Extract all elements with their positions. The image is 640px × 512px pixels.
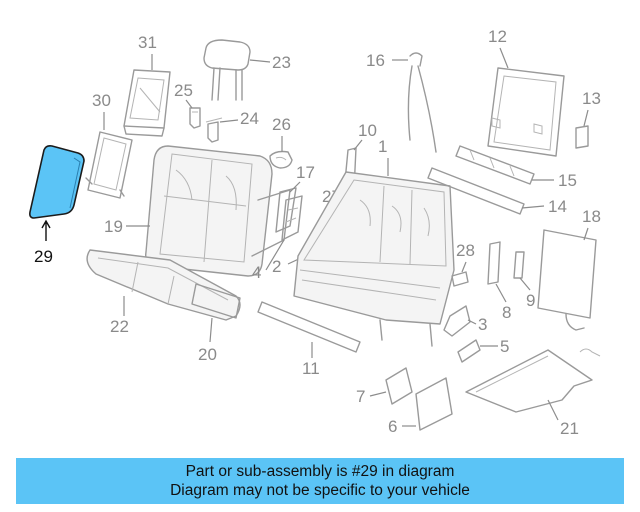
callout-7[interactable]: 7 xyxy=(356,387,365,406)
callout-20[interactable]: 20 xyxy=(198,345,217,364)
callout-30[interactable]: 30 xyxy=(92,91,111,110)
part-5-cover xyxy=(457,339,481,363)
part-8-strip xyxy=(487,241,501,285)
part-28-bracket xyxy=(451,271,469,287)
part-9-strip xyxy=(513,251,525,279)
callout-11[interactable]: 11 xyxy=(302,359,320,378)
part-12-seatback-panel xyxy=(487,67,565,157)
part-6-plate xyxy=(415,377,453,431)
parts-diagram: 29 30 31 23 25 24 26 xyxy=(29,27,601,438)
callout-3[interactable]: 3 xyxy=(478,315,487,334)
callout-13[interactable]: 13 xyxy=(582,89,601,108)
part-31-armrest-frame xyxy=(123,69,171,137)
part-20-bolster xyxy=(191,283,241,319)
banner-line-disclaimer: Diagram may not be specific to your vehi… xyxy=(170,482,470,499)
callout-18[interactable]: 18 xyxy=(582,207,601,226)
part-19-seatback-assembly xyxy=(145,145,291,277)
callout-10[interactable]: 10 xyxy=(358,121,377,140)
callout-5[interactable]: 5 xyxy=(500,337,509,356)
part-29-backrest-panel[interactable] xyxy=(29,145,85,219)
part-22-seat-cushion xyxy=(86,249,241,321)
part-24-headrest-guide xyxy=(205,117,223,143)
callout-6[interactable]: 6 xyxy=(388,417,397,436)
part-17-hinge xyxy=(275,187,297,233)
callout-21[interactable]: 21 xyxy=(560,419,579,438)
callout-15[interactable]: 15 xyxy=(558,171,577,190)
part-30-seatback-frame xyxy=(85,131,133,199)
callout-22[interactable]: 22 xyxy=(110,317,129,336)
part-21-floor-mat xyxy=(465,348,601,413)
callout-26[interactable]: 26 xyxy=(272,115,291,134)
banner-line-part: Part or sub-assembly is #29 in diagram xyxy=(185,463,455,480)
callout-2[interactable]: 2 xyxy=(272,257,281,276)
callout-14[interactable]: 14 xyxy=(548,197,567,216)
part-16-cable xyxy=(407,52,437,153)
callout-16[interactable]: 16 xyxy=(366,51,385,70)
callout-24[interactable]: 24 xyxy=(240,109,259,128)
part-14-cross-member xyxy=(427,167,525,215)
callout-12[interactable]: 12 xyxy=(488,27,507,46)
callout-28[interactable]: 28 xyxy=(456,241,475,260)
callout-1[interactable]: 1 xyxy=(378,137,387,156)
part-7-plate xyxy=(385,367,413,405)
part-13-clip xyxy=(575,125,589,149)
callout-29-arrow xyxy=(41,219,51,241)
part-11-bar xyxy=(257,301,361,353)
callout-31[interactable]: 31 xyxy=(138,33,157,52)
part-1-seat-frame xyxy=(293,171,455,347)
part-15-rail xyxy=(455,145,535,185)
part-3-lever xyxy=(443,305,471,337)
part-4-latch xyxy=(281,195,303,241)
callout-25[interactable]: 25 xyxy=(174,81,193,100)
callout-8[interactable]: 8 xyxy=(502,303,511,322)
callout-29[interactable]: 29 xyxy=(34,247,53,266)
info-banner: Part or sub-assembly is #29 in diagram D… xyxy=(16,458,624,504)
callout-9[interactable]: 9 xyxy=(526,291,535,310)
callout-23[interactable]: 23 xyxy=(272,53,291,72)
callout-4[interactable]: 4 xyxy=(252,263,261,282)
part-23-headrest xyxy=(203,39,251,101)
part-26-trim-cover xyxy=(269,150,293,169)
part-25-headrest-guide xyxy=(189,107,201,129)
callout-17[interactable]: 17 xyxy=(296,163,315,182)
callout-19[interactable]: 19 xyxy=(104,217,123,236)
part-18-side-panel xyxy=(537,229,597,331)
